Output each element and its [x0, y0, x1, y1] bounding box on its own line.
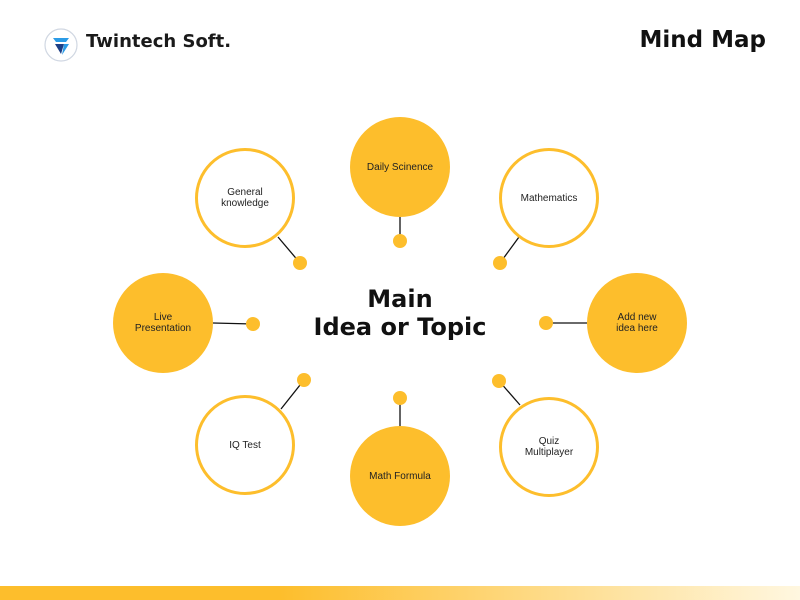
main-topic-line2: Idea or Topic — [313, 313, 487, 341]
connector-dot-live-presentation — [246, 317, 260, 331]
connector-dot-general-knowledge — [293, 256, 307, 270]
node-live-presentation: Live Presentation — [113, 273, 213, 373]
node-label: IQ Test — [229, 439, 261, 451]
node-math-formula: Math Formula — [350, 426, 450, 526]
node-label: Live Presentation — [134, 312, 192, 334]
node-label: Quiz Multiplayer — [524, 436, 574, 458]
node-label: Math Formula — [369, 470, 431, 482]
node-daily-science: Daily Scinence — [350, 117, 450, 217]
connector-dot-iq-test — [297, 373, 311, 387]
connector-dot-daily-science — [393, 234, 407, 248]
node-mathematics: Mathematics — [499, 148, 599, 248]
node-label: General knowledge — [221, 187, 269, 209]
connector-dot-quiz-multiplayer — [492, 374, 506, 388]
connector-dot-mathematics — [493, 256, 507, 270]
brand-name: Twintech Soft. — [86, 31, 232, 52]
node-label: Mathematics — [520, 192, 578, 204]
node-add-new-idea: Add new idea here — [587, 273, 687, 373]
main-topic: Main Idea or Topic — [290, 285, 510, 341]
connector-dot-math-formula — [393, 391, 407, 405]
main-topic-line1: Main — [367, 285, 433, 313]
connector-dot-add-new-idea — [539, 316, 553, 330]
node-label: Add new idea here — [616, 312, 658, 334]
page-title: Mind Map — [639, 27, 767, 53]
twintech-logo-icon — [44, 28, 78, 62]
node-iq-test: IQ Test — [195, 395, 295, 495]
footer-accent-bar — [0, 586, 800, 600]
node-label: Daily Scinence — [366, 161, 434, 173]
node-general-knowledge: General knowledge — [195, 148, 295, 248]
node-quiz-multiplayer: Quiz Multiplayer — [499, 397, 599, 497]
